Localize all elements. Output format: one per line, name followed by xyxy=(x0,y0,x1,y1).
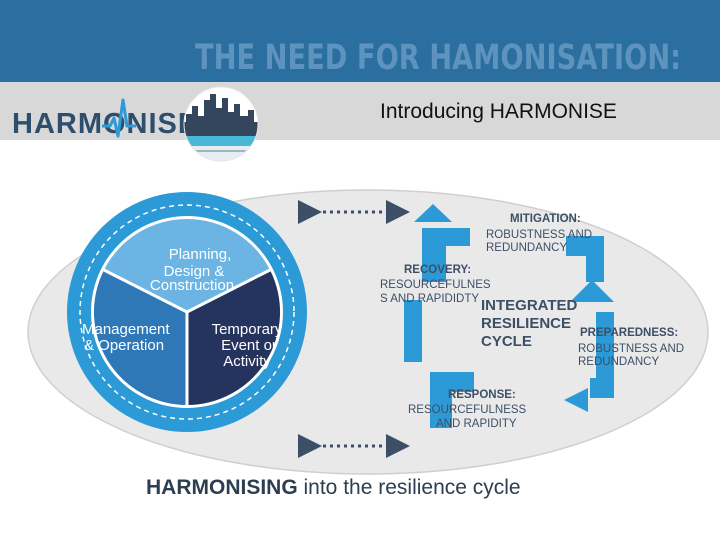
management-label-2: & Operation xyxy=(84,337,164,354)
diagram-caption: HARMONISING into the resilience cycle xyxy=(146,476,521,500)
recovery-line-1: RESOURCEFULNES xyxy=(380,279,491,291)
response-line-1: RESOURCEFULNESS xyxy=(408,404,527,416)
caption-bold: HARMONISING xyxy=(146,476,298,499)
cycle-arrow-left-icon xyxy=(404,300,422,362)
management-segment xyxy=(93,270,187,405)
temporary-label-1: Temporary xyxy=(212,321,283,338)
subtitle: Introducing HARMONISE xyxy=(380,100,617,123)
planning-label-1: Planning, xyxy=(169,246,232,263)
preparedness-line-2: REDUNDANCY xyxy=(578,356,659,368)
cycle-arrow-top-left-icon xyxy=(422,228,470,282)
caption-rest: into the resilience cycle xyxy=(297,476,521,499)
city-skyline-icon xyxy=(183,86,259,162)
header-band xyxy=(0,0,720,82)
cycle-arrowhead-bottom-right-icon xyxy=(564,388,588,412)
recovery-line-2: S AND RAPIDIDTY xyxy=(380,293,479,305)
preparedness-title: PREPAREDNESS: xyxy=(580,327,678,339)
planning-segment xyxy=(104,218,270,312)
planning-label-3: Construction xyxy=(150,277,234,294)
cycle-arrow-bottom-right-icon xyxy=(590,312,614,398)
response-line-2: AND RAPIDITY xyxy=(436,418,517,430)
cycle-arrowhead-top-right-icon xyxy=(570,280,614,302)
cycle-arrow-top-right-icon xyxy=(566,236,604,282)
page-title: THE NEED FOR HAMONISATION: xyxy=(195,38,682,78)
harmonise-logo: HARMONISE xyxy=(12,108,199,140)
mitigation-line-1: ROBUSTNESS AND xyxy=(486,229,592,241)
temporary-label-3: Activity xyxy=(223,353,271,370)
management-label-1: Management xyxy=(82,321,170,338)
temporary-label-2: Event or xyxy=(221,337,277,354)
temporary-segment xyxy=(187,270,281,406)
response-title: RESPONSE: xyxy=(448,389,516,401)
mitigation-line-2: REDUNDANCY xyxy=(486,242,567,254)
cycle-arrow-bottom-left-icon xyxy=(430,372,474,428)
logo-wave-icon xyxy=(102,98,136,138)
resilience-cycle-diagram: Planning, Design & Construction Manageme… xyxy=(27,189,709,475)
cycle-center-label-1: INTEGRATED xyxy=(481,297,578,314)
mitigation-title: MITIGATION: xyxy=(510,213,581,225)
cycle-center-label-2: RESILIENCE xyxy=(481,315,571,332)
cycle-center-label-3: CYCLE xyxy=(481,333,532,350)
planning-label-2: Design & xyxy=(164,263,225,280)
recovery-title: RECOVERY: xyxy=(404,264,471,276)
cycle-arrowhead-top-left-icon xyxy=(414,204,452,222)
wheel-dashed-ring xyxy=(79,204,295,420)
preparedness-line-1: ROBUSTNESS AND xyxy=(578,343,684,355)
